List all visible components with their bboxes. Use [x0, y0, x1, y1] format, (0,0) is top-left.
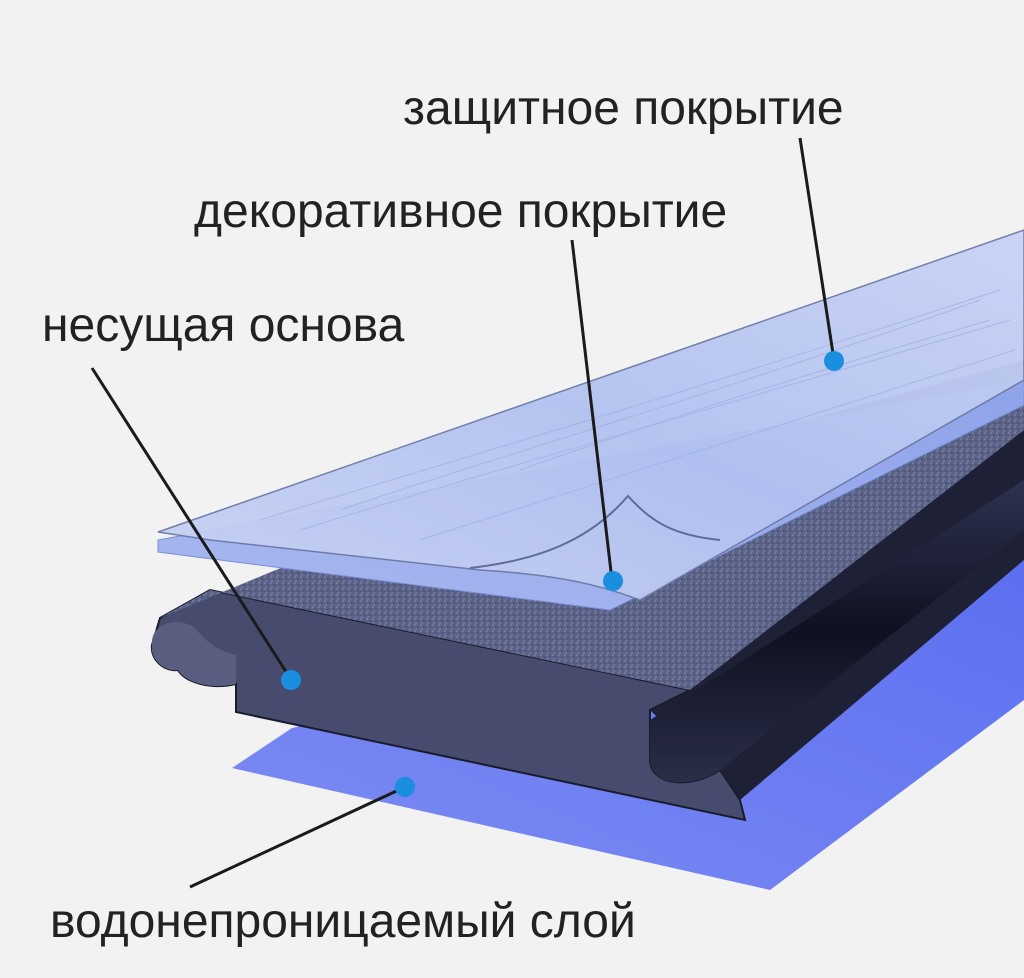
- label-decorative-coating: декоративное покрытие: [194, 185, 727, 238]
- markers: [281, 351, 844, 797]
- core-groove: [650, 480, 1024, 783]
- leader-core: [90, 367, 292, 679]
- film-peel-curl: [469, 494, 721, 569]
- leader-lines: [90, 137, 836, 889]
- core-tongue: [151, 622, 236, 687]
- marker-core: [281, 670, 301, 690]
- marker-protective: [824, 351, 844, 371]
- leader-decorative: [570, 239, 614, 581]
- leader-waterproof: [189, 785, 406, 889]
- label-waterproof-layer: водонепроницаемый слой: [50, 895, 636, 948]
- label-protective-coating: защитное покрытие: [403, 82, 844, 135]
- marker-decorative: [603, 571, 623, 591]
- marker-waterproof: [395, 777, 415, 797]
- leader-protective: [798, 137, 836, 361]
- label-core-base: несущая основа: [42, 299, 405, 352]
